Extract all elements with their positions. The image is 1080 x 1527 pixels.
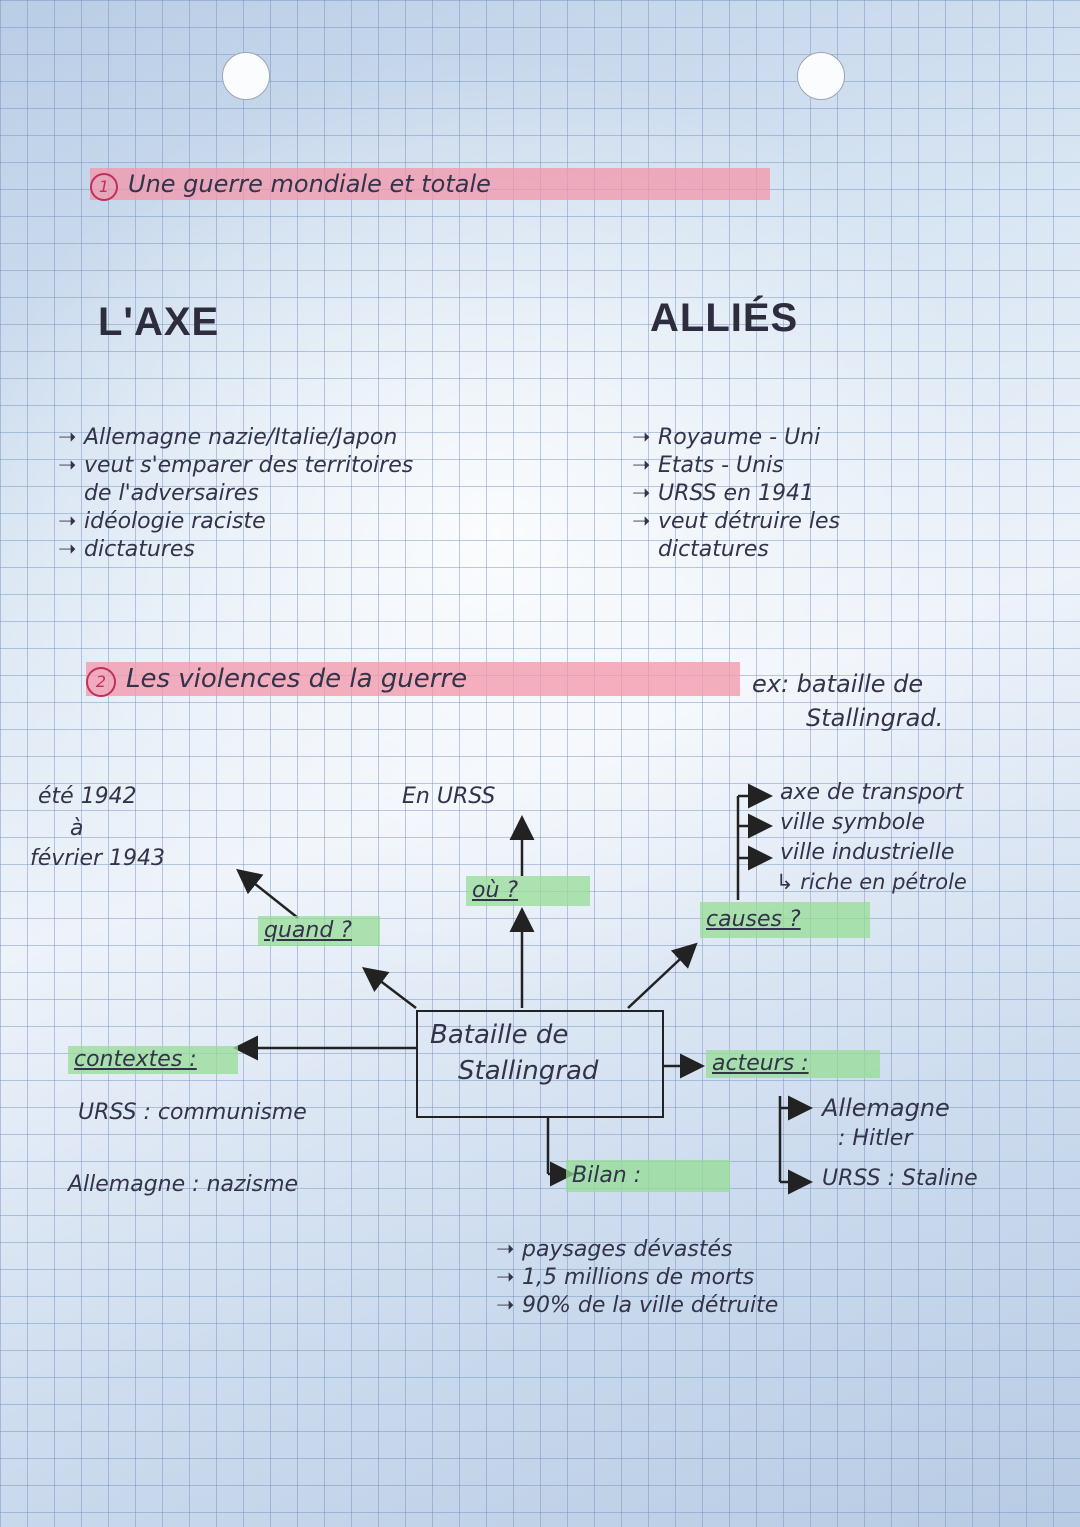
punch-hole-left	[222, 52, 270, 100]
ou-label: où ?	[466, 876, 590, 906]
quand-answer-line3: février 1943	[30, 846, 166, 871]
punch-hole-right	[797, 52, 845, 100]
acteurs-label: acteurs :	[706, 1050, 880, 1078]
acteurs-line3: URSS : Staline	[822, 1166, 978, 1191]
section2-number: 2	[86, 667, 116, 697]
list-item: ➝URSS en 1941	[632, 481, 814, 506]
acteurs-line1: Allemagne	[822, 1094, 950, 1122]
contextes-label: contextes :	[68, 1046, 238, 1074]
list-item: ➝1,5 millions de morts	[496, 1265, 755, 1290]
center-line1: Bataille de	[430, 1020, 569, 1050]
center-topic-box: Bataille de Stallingrad	[416, 1010, 664, 1118]
section1-number: 1	[90, 173, 118, 201]
example-line1: ex: bataille de	[752, 670, 924, 698]
allies-list: ➝Royaume - Uni ➝Etats - Unis ➝URSS en 19…	[632, 424, 840, 564]
quand-answer-line1: été 1942	[38, 784, 137, 809]
list-item: ➝Royaume - Uni	[632, 425, 821, 450]
section2-title-text: Les violences de la guerre	[126, 664, 468, 694]
allies-heading: ALLIÉS	[650, 296, 799, 340]
section2-title: 2 Les violences de la guerre	[86, 662, 740, 697]
bilan-label: Bilan :	[566, 1160, 730, 1192]
section1-title-text: Une guerre mondiale et totale	[128, 170, 491, 198]
list-item: ➝Etats - Unis	[632, 453, 784, 478]
section1-title: 1 Une guerre mondiale et totale	[90, 168, 770, 201]
list-item: ➝dictatures	[58, 537, 195, 562]
axe-heading: L'AXE	[98, 300, 220, 344]
contextes-line1: URSS : communisme	[78, 1100, 307, 1125]
cause-item: ville symbole	[780, 810, 925, 835]
list-item: ➝idéologie raciste	[58, 509, 266, 534]
list-item: dictatures	[658, 537, 769, 562]
cause-item: ville industrielle	[780, 840, 955, 865]
quand-label: quand ?	[258, 916, 380, 946]
axe-list: ➝Allemagne nazie/Italie/Japon ➝veut s'em…	[58, 424, 413, 564]
list-item: ➝veut détruire les	[632, 509, 841, 534]
bilan-list: ➝paysages dévastés ➝1,5 millions de mort…	[496, 1236, 778, 1320]
list-item: ➝veut s'emparer des territoires	[58, 453, 414, 478]
causes-label: causes ?	[700, 902, 870, 938]
cause-subitem-text: riche en pétrole	[800, 870, 967, 894]
list-item: de l'adversaires	[84, 481, 259, 506]
ou-answer: En URSS	[402, 784, 496, 809]
quand-answer-line2: à	[70, 816, 84, 841]
contextes-line2: Allemagne : nazisme	[68, 1172, 299, 1197]
example-line2: Stallingrad.	[806, 704, 944, 732]
list-item: ➝paysages dévastés	[496, 1237, 733, 1262]
center-line2: Stallingrad	[458, 1056, 599, 1086]
list-item: ➝90% de la ville détruite	[496, 1293, 779, 1318]
cause-item: axe de transport	[780, 780, 964, 805]
list-item: ➝Allemagne nazie/Italie/Japon	[58, 425, 398, 450]
acteurs-line2: : Hitler	[838, 1126, 913, 1151]
cause-subitem: ↳ riche en pétrole	[776, 870, 967, 894]
